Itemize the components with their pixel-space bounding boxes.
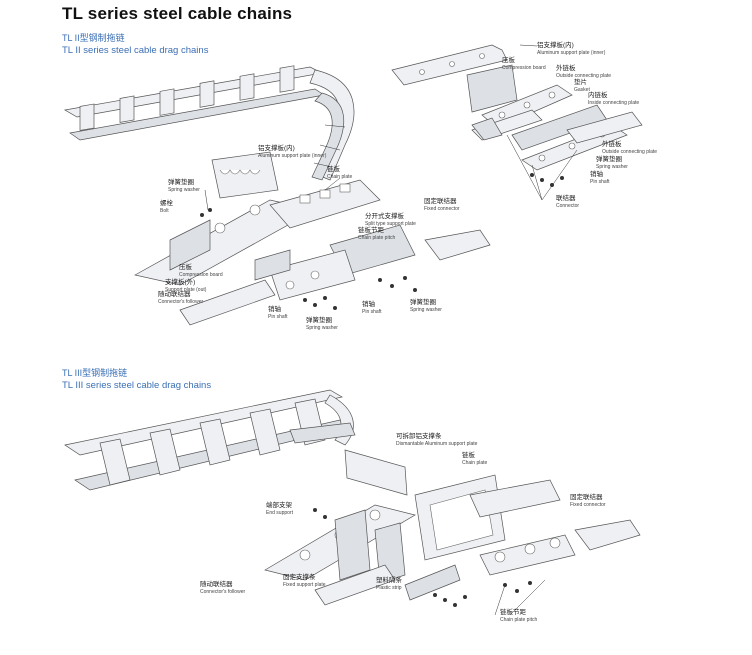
chain-diagram-tl2: [63, 65, 355, 181]
exploded-diagram-small: [391, 44, 643, 201]
section-tl3-title-en: TL III series steel cable drag chains: [62, 380, 212, 391]
page-title: TL series steel cable chains: [62, 4, 293, 23]
section-tl2-title-en: TL II series steel cable drag chains: [62, 45, 209, 56]
chain-diagram-tl3: [64, 389, 356, 491]
exploded-diagram-tl2: [134, 151, 491, 326]
label-support-plate-out: 支撑板(外)Support plate (out): [165, 279, 207, 293]
section-tl3-title-cn: TL III型钢制拖链: [62, 368, 128, 378]
label-aluminum-support-inner: 铝支撑板(内)Aluminum support plate (inner): [537, 42, 606, 56]
exploded-diagram-tl3: [264, 449, 641, 616]
label-aluminum-support-inner-mid: 铝支撑板(内)Aluminum support plate (inner): [258, 145, 327, 159]
section-tl2-title-cn: TL II型钢制拖链: [62, 33, 125, 43]
